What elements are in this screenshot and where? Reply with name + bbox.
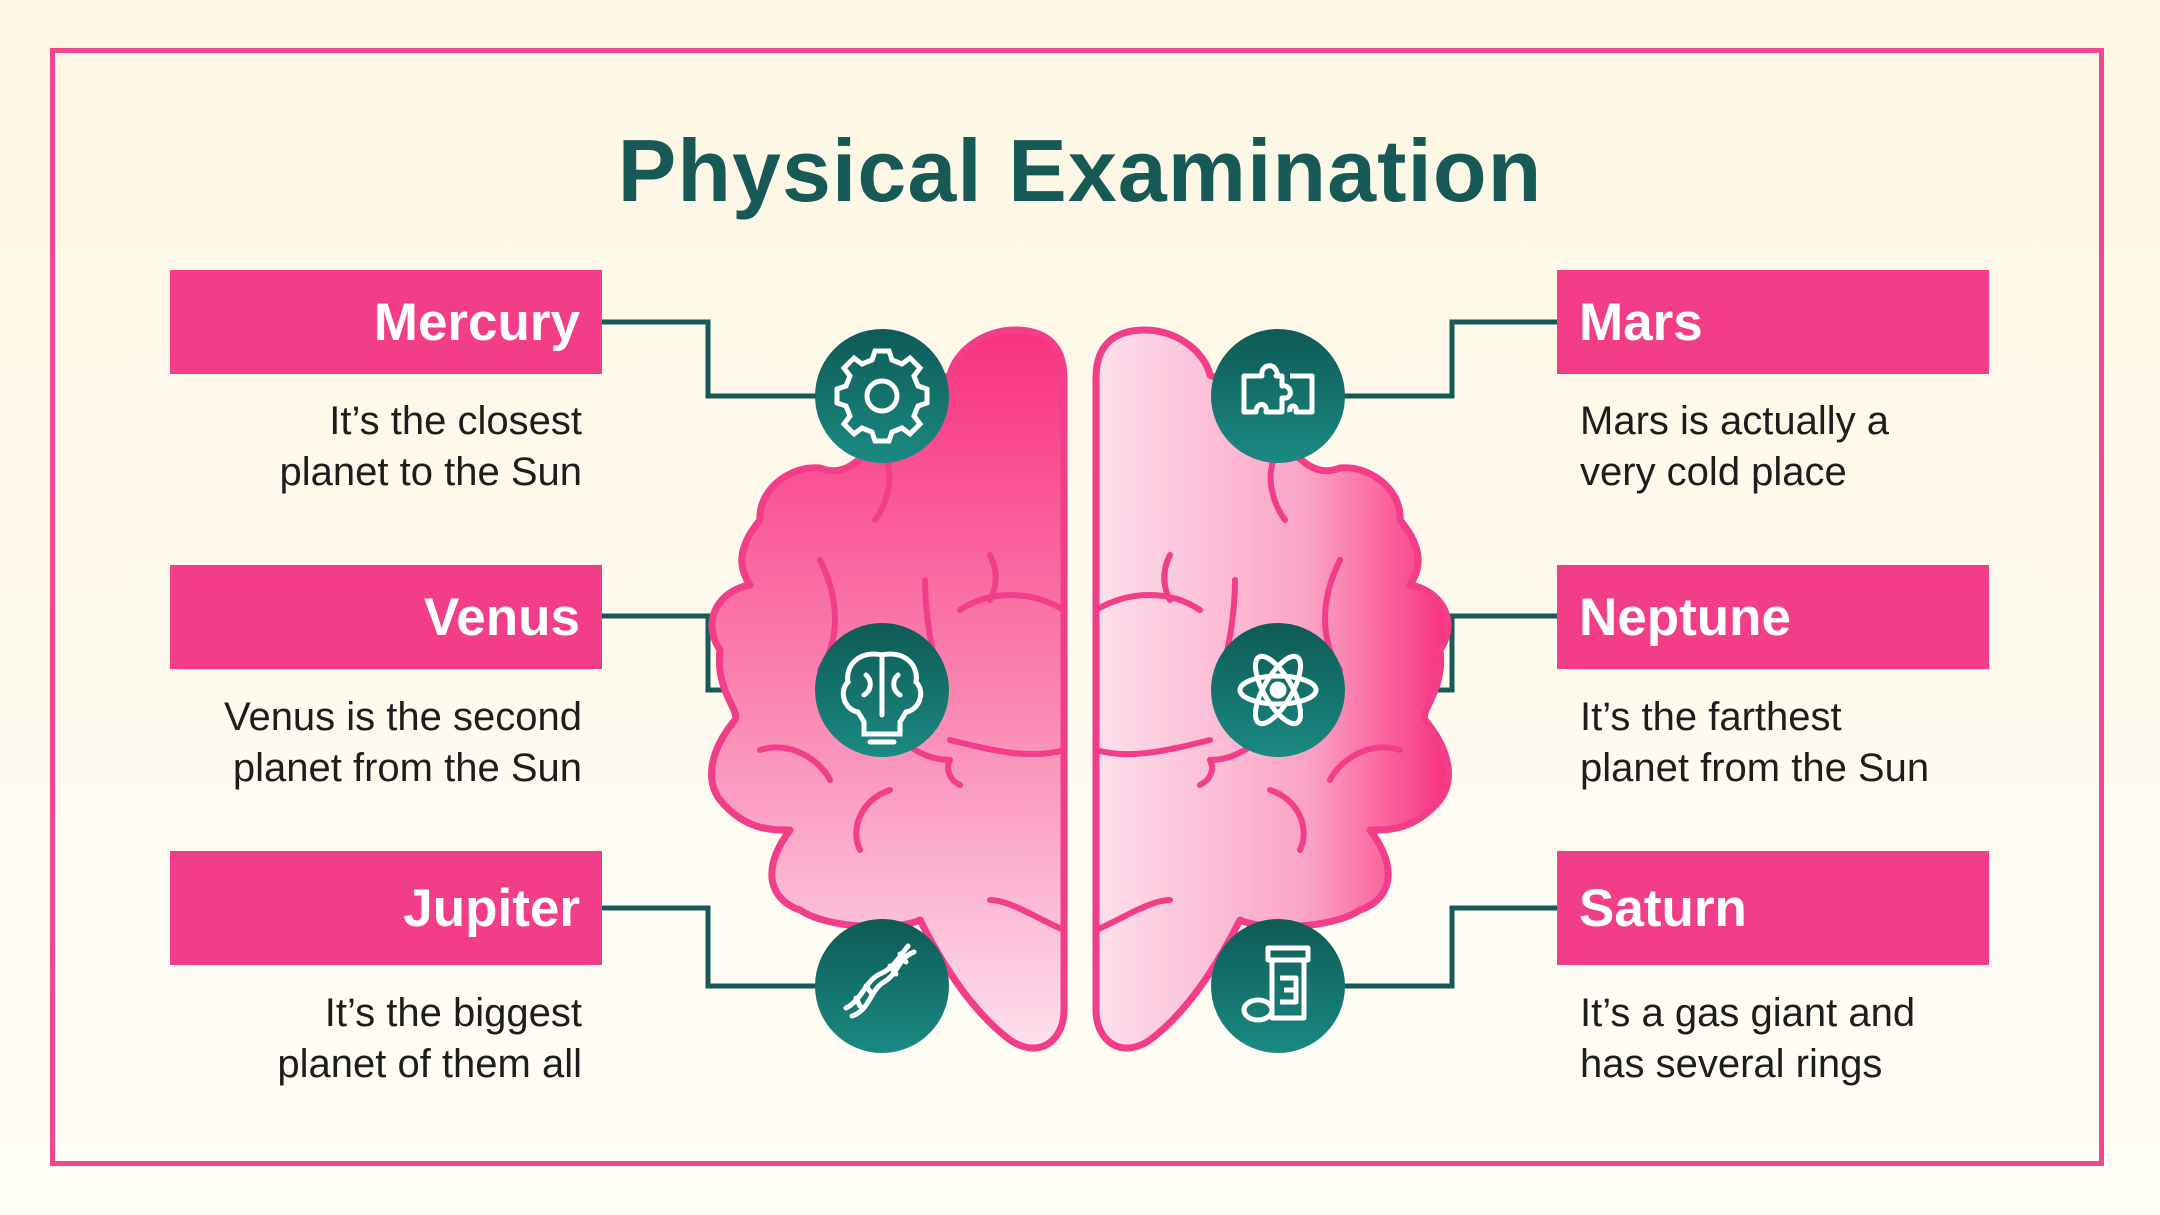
- slide-frame: [50, 48, 2104, 1166]
- gear-icon: [815, 329, 949, 463]
- label-mars: Mars: [1557, 270, 1989, 374]
- desc-mars: Mars is actually a very cold place: [1580, 399, 1889, 494]
- label-jupiter: Jupiter: [170, 851, 602, 965]
- desc-neptune: It’s the farthest planet from the Sun: [1580, 695, 1930, 790]
- medicine-bottle-icon: [1211, 919, 1345, 1053]
- desc-mercury: It’s the closest planet to the Sun: [279, 399, 582, 494]
- label-neptune: Neptune: [1557, 565, 1989, 669]
- label-saturn: Saturn: [1557, 851, 1989, 965]
- dna-icon: [815, 919, 949, 1053]
- page-title: Physical Examination: [617, 121, 1543, 220]
- label-mercury: Mercury: [170, 270, 602, 374]
- atom-icon: [1211, 623, 1345, 757]
- desc-saturn: It’s a gas giant and has several rings: [1580, 991, 1916, 1086]
- label-venus: Venus: [170, 565, 602, 669]
- brain-icon: [815, 623, 949, 757]
- puzzle-icon: [1211, 329, 1345, 463]
- desc-venus: Venus is the second planet from the Sun: [223, 695, 582, 790]
- desc-jupiter: It’s the biggest planet of them all: [277, 991, 582, 1086]
